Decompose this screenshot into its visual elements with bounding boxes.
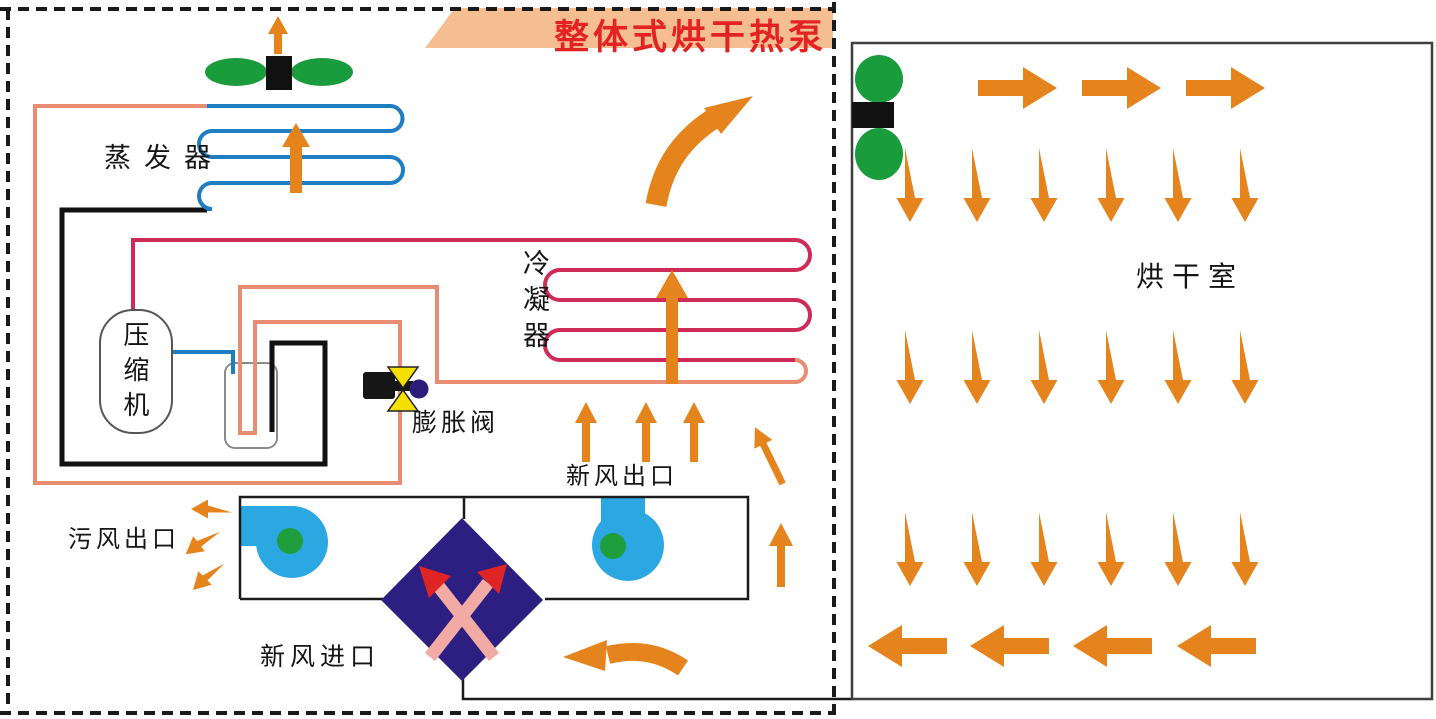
fresh-air-outlet-label: 新风出口 <box>566 462 678 490</box>
page-title: 整体式烘干热泵 <box>553 18 827 58</box>
discharge-pipe-and-condenser-coil <box>131 238 812 362</box>
liquid-pipe-salmon <box>33 104 808 485</box>
unit-casing <box>59 207 328 467</box>
condenser-label: 冷凝器 <box>518 249 550 357</box>
fresh-air-inlet-label: 新风进口 <box>260 642 381 671</box>
expansion-valve-label: 膨胀阀 <box>412 408 500 437</box>
expansion-valve-icon <box>363 366 429 412</box>
evaporator-label: 蒸发器 <box>104 143 224 174</box>
drying-room-label: 烘干室 <box>1136 260 1245 293</box>
suction-pipe-blue <box>172 350 235 374</box>
drying-room-fan-icon <box>852 55 903 180</box>
fresh-air-blower-icon <box>592 498 664 581</box>
compressor-label: 压缩机 <box>118 321 149 426</box>
exhaust-blower-icon <box>241 506 328 578</box>
drying-room-wall <box>850 41 1434 701</box>
axial-fan-icon <box>205 56 353 90</box>
unit-airflow-arrows <box>179 16 793 676</box>
compressor-vessel <box>99 309 173 434</box>
receiver-vessel <box>224 362 278 449</box>
duct-lines <box>238 495 853 701</box>
heat-exchanger-icon <box>381 518 543 681</box>
exhaust-air-outlet-label: 污风出口 <box>68 525 180 553</box>
title-banner <box>425 8 833 48</box>
unit-dashed-border <box>0 2 836 719</box>
